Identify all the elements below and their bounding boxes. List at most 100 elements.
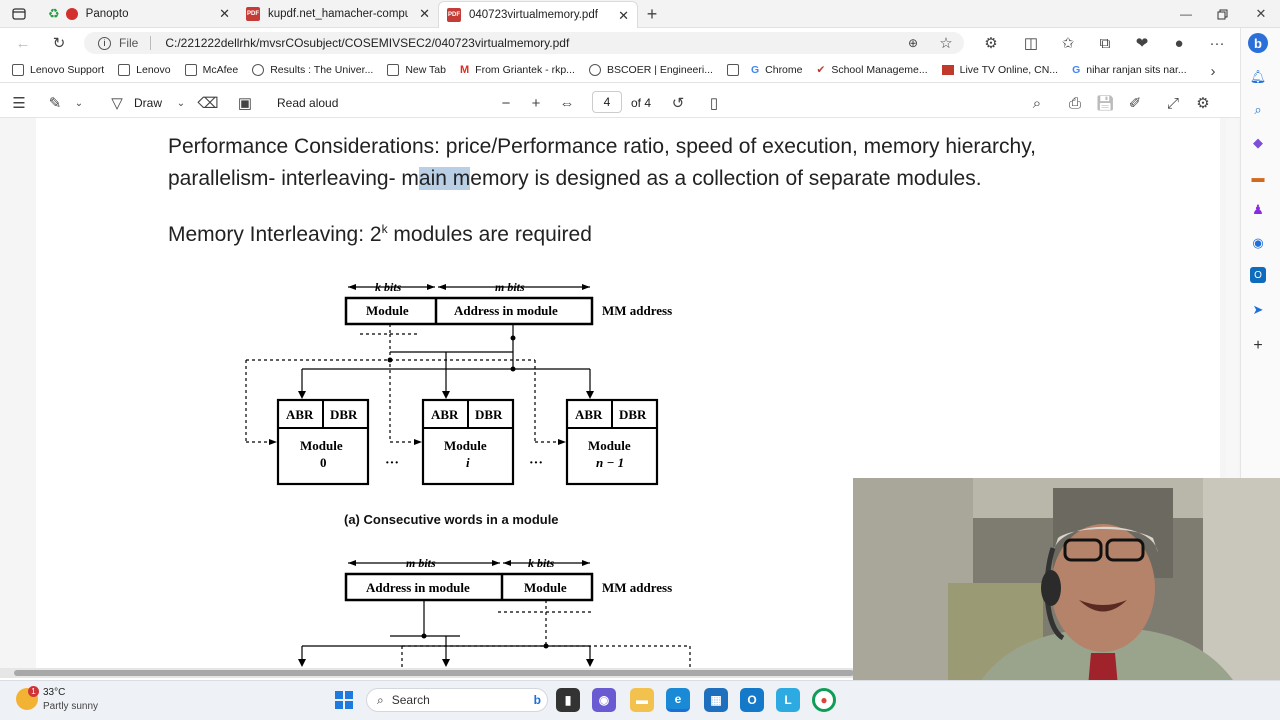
zoom-out-icon[interactable]: −: [501, 94, 511, 112]
windows-start-icon[interactable]: [334, 690, 354, 710]
pdf-icon: PDF: [246, 7, 260, 21]
bookmark-results[interactable]: Results : The Univer...: [252, 64, 373, 76]
edge-browser-icon[interactable]: e: [666, 688, 690, 712]
new-tab-icon[interactable]: +: [646, 3, 658, 24]
rotate-icon[interactable]: ↺: [671, 95, 685, 112]
bookmark-blank[interactable]: [726, 64, 745, 76]
page-number-input[interactable]: 4: [592, 91, 622, 113]
add-icon[interactable]: +: [1253, 337, 1263, 354]
favorites-icon[interactable]: ✩: [1061, 35, 1075, 52]
page-icon: [118, 64, 131, 76]
chevron-down-icon[interactable]: ⌄: [74, 97, 84, 109]
close-tab-icon[interactable]: ✕: [219, 6, 230, 21]
notification-bell-icon[interactable]: 🔔︎: [1249, 69, 1267, 84]
app-icon[interactable]: O: [740, 688, 764, 712]
chevron-right-icon[interactable]: ›: [1210, 62, 1216, 80]
text-box-icon[interactable]: ▣: [237, 95, 253, 112]
gmail-icon: M: [460, 64, 470, 76]
bookmark-label: Lenovo: [136, 64, 171, 76]
scrollbar-thumb[interactable]: [14, 670, 854, 676]
chevron-down-icon[interactable]: ⌄: [176, 97, 186, 109]
save-as-icon[interactable]: ✐: [1128, 95, 1142, 112]
task-view-icon[interactable]: ▮: [556, 688, 580, 712]
paragraph-line-2: parallelism- interleaving- main memory i…: [168, 163, 982, 195]
bookmark-new-tab[interactable]: New Tab: [387, 64, 446, 76]
collections-icon[interactable]: ⧉: [1099, 34, 1111, 52]
l-app-icon[interactable]: L: [776, 688, 800, 712]
eraser-icon[interactable]: ⌫: [197, 95, 219, 112]
microsoft365-icon[interactable]: ◉: [1252, 235, 1264, 250]
minimize-icon[interactable]: —: [1180, 7, 1192, 21]
taskbar-search-box[interactable]: ⌕ Search b: [366, 688, 548, 712]
search-placeholder: Search: [391, 693, 430, 707]
address-in-module-field: Address in module: [454, 303, 558, 318]
profile-icon[interactable]: ●: [1174, 34, 1184, 52]
draw-icon[interactable]: ▽: [111, 95, 123, 112]
notification-badge: 1: [28, 686, 39, 697]
search-icon[interactable]: ⌕: [1254, 102, 1262, 117]
file-explorer-icon[interactable]: ▬: [630, 688, 654, 712]
more-menu-icon[interactable]: ···: [1209, 34, 1225, 52]
save-icon[interactable]: 💾︎: [1095, 95, 1115, 112]
fullscreen-icon[interactable]: ⤢: [1166, 94, 1179, 112]
tab-label: kupdf.net_hamacher-computer-o: [268, 8, 408, 20]
copilot-icon[interactable]: b: [1248, 33, 1268, 53]
tab-virtualmemory[interactable]: PDF 040723virtualmemory.pdf ✕: [438, 1, 638, 28]
bookmark-livetv[interactable]: Live TV Online, CN...: [941, 64, 1058, 76]
read-aloud-button[interactable]: Read aloud: [277, 96, 339, 110]
restore-icon[interactable]: [1211, 3, 1233, 25]
shopping-tag-icon[interactable]: ◆: [1253, 135, 1263, 150]
store-icon[interactable]: ▦: [704, 688, 728, 712]
dbr-label: DBR: [330, 407, 358, 422]
abr-label: ABR: [431, 407, 459, 422]
print-icon[interactable]: ⎙: [1068, 94, 1081, 112]
tv-icon: [941, 65, 954, 75]
draw-label[interactable]: Draw: [134, 96, 163, 110]
tab-panopto[interactable]: ♻ Panopto ✕: [40, 0, 238, 28]
settings-gear-icon[interactable]: ⚙: [1196, 95, 1210, 112]
bookmark-label: School Manageme...: [831, 64, 928, 76]
page-view-icon[interactable]: ▯: [709, 95, 719, 112]
webcam-overlay: [853, 478, 1280, 720]
highlight-icon[interactable]: ✎: [48, 95, 62, 112]
back-icon[interactable]: ←: [15, 34, 31, 52]
url-text: C:/221222dellrhk/mvsrCOsubject/COSEMIVSE…: [165, 36, 570, 50]
chrome-icon[interactable]: ●: [812, 688, 836, 712]
close-tab-icon[interactable]: ✕: [618, 8, 629, 23]
bookmark-lenovo[interactable]: Lenovo: [118, 64, 171, 76]
check-icon: ✔: [816, 64, 826, 76]
address-field[interactable]: i File C:/221222dellrhk/mvsrCOsubject/CO…: [84, 32, 964, 54]
extensions-icon[interactable]: ⚙: [984, 35, 998, 52]
ellipsis: ···: [385, 456, 399, 471]
fit-width-icon[interactable]: ⇔: [559, 94, 575, 112]
tools-icon[interactable]: ▬: [1251, 169, 1265, 185]
send-icon[interactable]: ➤: [1252, 302, 1264, 317]
games-icon[interactable]: ♟: [1252, 202, 1264, 217]
google-icon: G: [1072, 64, 1081, 76]
close-tab-icon[interactable]: ✕: [419, 6, 430, 21]
favorite-star-icon[interactable]: ☆: [939, 35, 953, 52]
bookmark-lenovo-support[interactable]: Lenovo Support: [12, 64, 104, 76]
zoom-icon[interactable]: ⊕: [907, 36, 919, 50]
bookmark-school[interactable]: ✔ School Manageme...: [817, 64, 928, 76]
contents-icon[interactable]: ☰: [12, 95, 26, 112]
search-icon[interactable]: ⌕: [1032, 94, 1042, 112]
close-window-icon[interactable]: ✕: [1255, 6, 1267, 21]
outlook-icon[interactable]: O: [1250, 267, 1266, 283]
refresh-icon[interactable]: ↻: [52, 35, 66, 52]
tab-kupdf[interactable]: PDF kupdf.net_hamacher-computer-o ✕: [238, 0, 438, 28]
bookmark-mcafee[interactable]: McAfee: [184, 64, 238, 76]
module-field: Module: [524, 580, 567, 595]
page-icon: [387, 64, 400, 76]
teams-chat-icon[interactable]: ◉: [592, 688, 616, 712]
split-screen-icon[interactable]: ◫: [1023, 35, 1039, 52]
zoom-in-icon[interactable]: +: [531, 94, 541, 112]
tab-actions-icon[interactable]: [8, 3, 30, 25]
mm-address-label: MM address: [602, 580, 672, 595]
bookmark-bscoer[interactable]: BSCOER | Engineeri...: [588, 64, 713, 76]
tab-label: 040723virtualmemory.pdf: [469, 9, 598, 21]
browser-essentials-icon[interactable]: ❤: [1135, 35, 1149, 52]
